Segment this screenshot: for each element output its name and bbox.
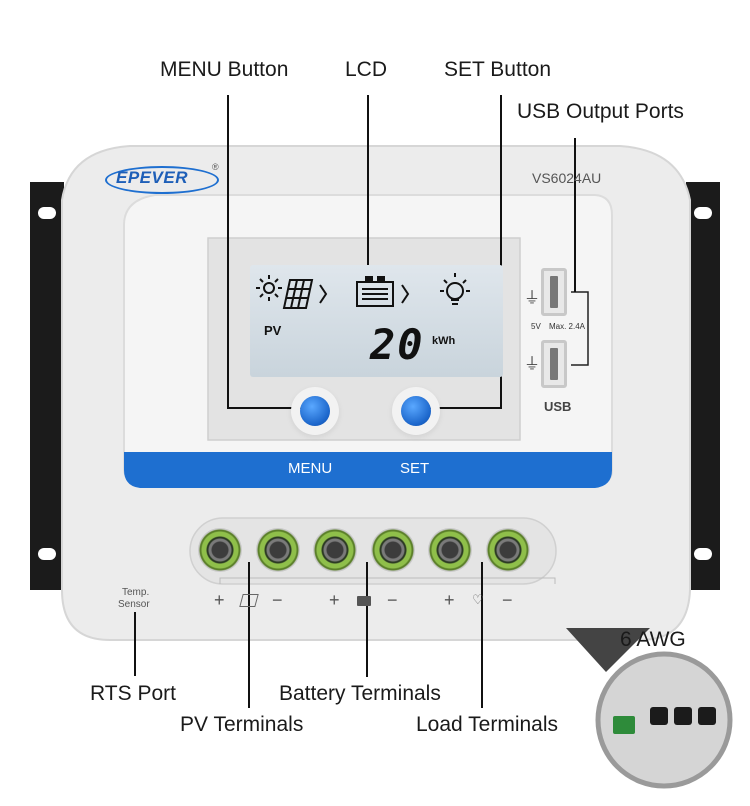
wire-terminal <box>698 707 716 725</box>
wire-terminal <box>674 707 692 725</box>
leader-menu-h <box>227 407 307 409</box>
usb-port-1[interactable] <box>541 268 567 316</box>
arrow-right-icon <box>401 284 410 304</box>
model-name: VS6024AU <box>532 170 602 186</box>
leader-battery <box>366 562 368 677</box>
leader-usb <box>574 138 576 292</box>
leader-rts <box>134 612 136 676</box>
wire-terminal <box>650 707 668 725</box>
set-label: SET <box>400 460 430 477</box>
bulb-icon <box>440 273 470 305</box>
load-negative-terminal[interactable] <box>486 528 530 572</box>
usb-current: Max. 2.4A <box>549 322 586 331</box>
battery-negative-terminal[interactable] <box>371 528 415 572</box>
lcd-unit: kWh <box>432 335 456 347</box>
callout-usb-ports: USB Output Ports <box>517 100 684 123</box>
menu-button[interactable] <box>300 396 330 426</box>
lcd-graphics <box>256 273 470 309</box>
callout-wire-gauge: 6 AWG <box>620 628 686 651</box>
callout-menu-button: MENU Button <box>160 58 289 81</box>
callout-set-button: SET Button <box>444 58 552 81</box>
callout-battery-terminals: Battery Terminals <box>279 682 441 705</box>
temp-sensor-label-1: Temp. <box>122 587 150 598</box>
callout-rts-port: RTS Port <box>90 682 176 705</box>
usb-port-2[interactable] <box>541 340 567 388</box>
leader-set <box>500 95 502 408</box>
leader-set-h <box>428 407 502 409</box>
arrow-right-icon <box>319 284 328 304</box>
polarity-mark: + <box>444 590 455 610</box>
temp-sensor-label-2: Sensor <box>118 599 150 610</box>
lcd-value: 20 <box>370 320 425 369</box>
pv-negative-terminal[interactable] <box>256 528 300 572</box>
leader-pv <box>248 562 250 708</box>
callout-pv-terminals: PV Terminals <box>180 713 304 736</box>
leader-menu <box>227 95 229 408</box>
callout-load-terminals: Load Terminals <box>416 713 559 736</box>
lcd-pv-label: PV <box>264 323 282 338</box>
load-positive-terminal[interactable] <box>428 528 472 572</box>
battery-icon <box>357 596 371 606</box>
usb-voltage: 5V <box>531 322 541 331</box>
battery-icon <box>356 276 394 307</box>
polarity-mark: − <box>272 590 283 610</box>
set-button[interactable] <box>401 396 431 426</box>
usb-label: USB <box>544 399 572 414</box>
polarity-mark: + <box>214 590 225 610</box>
usb-icon: ⏚ <box>524 356 541 373</box>
callout-lcd: LCD <box>345 58 388 81</box>
lcd-screen: PV 20 kWh <box>250 265 503 377</box>
rts-connector <box>613 716 635 734</box>
battery-positive-terminal[interactable] <box>313 528 357 572</box>
leader-lcd <box>367 95 369 291</box>
menu-label: MENU <box>288 460 333 477</box>
bulb-icon: ♡ <box>472 592 484 607</box>
pv-positive-terminal[interactable] <box>198 528 242 572</box>
leader-load <box>481 562 483 708</box>
brand-logo <box>105 166 219 194</box>
polarity-mark: − <box>387 590 398 610</box>
solar-panel-icon <box>256 275 314 309</box>
polarity-mark: − <box>502 590 513 610</box>
usb-icon: ⏚ <box>524 290 541 307</box>
brand-name: EPEVER <box>116 168 188 187</box>
polarity-mark: + <box>329 590 340 610</box>
registered-icon: ® <box>212 162 219 172</box>
